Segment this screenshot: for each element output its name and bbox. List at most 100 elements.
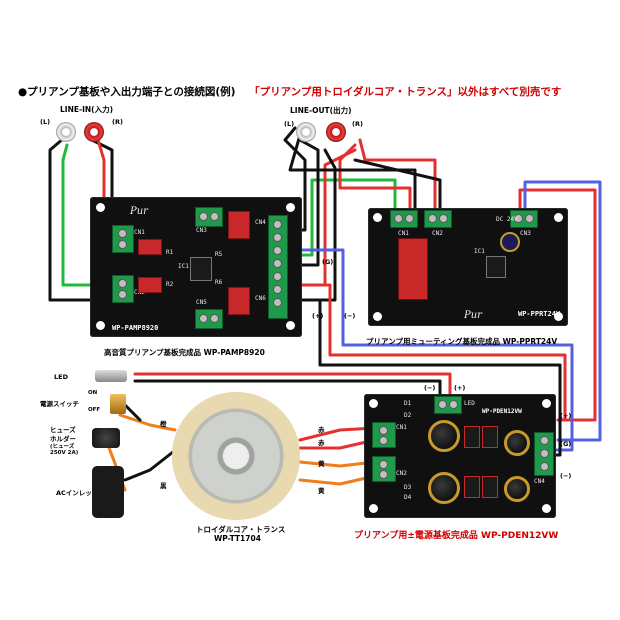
- amp-top-terminal[interactable]: [195, 207, 223, 227]
- silk-d1: D1: [404, 400, 412, 407]
- wire-label-orange: 橙: [160, 420, 167, 428]
- screw: [118, 240, 127, 249]
- silk-cn4: CN4: [534, 478, 545, 485]
- power-led-terminal[interactable]: [434, 396, 462, 414]
- screw: [379, 436, 388, 445]
- fuse-holder[interactable]: [92, 428, 120, 448]
- silk-r5: R5: [215, 251, 223, 258]
- screw: [210, 314, 219, 323]
- ic: [486, 256, 506, 278]
- screw: [273, 220, 282, 229]
- film-capacitor: [228, 211, 250, 239]
- power-switch[interactable]: [110, 394, 126, 414]
- silk-d3: D3: [404, 484, 412, 491]
- screw: [118, 290, 127, 299]
- silk-cn2: CN2: [396, 470, 407, 477]
- screw: [525, 214, 534, 223]
- capacitor: [138, 277, 162, 293]
- smoothing-capacitor: [428, 420, 460, 452]
- power-silk-name: WP-PDEN12VW: [482, 408, 522, 415]
- power-ac-in-terminal-1[interactable]: [372, 422, 396, 448]
- screw: [273, 298, 282, 307]
- amp-bottom-terminal[interactable]: [195, 309, 223, 329]
- led-label: LED: [54, 373, 68, 381]
- screw: [428, 214, 437, 223]
- wire-in-l-green: [61, 143, 110, 287]
- screw: [273, 272, 282, 281]
- rca-out-left[interactable]: [296, 122, 316, 142]
- mount-hole: [286, 321, 295, 330]
- output-capacitor: [504, 430, 530, 456]
- silk-cn1: CN1: [398, 230, 409, 237]
- screw: [118, 279, 127, 288]
- screw: [449, 400, 458, 409]
- ac-inlet[interactable]: [92, 466, 124, 518]
- muting-cn3[interactable]: [510, 210, 538, 228]
- muting-silk-name: WP-PPRT24V: [518, 310, 561, 318]
- wire-out-black-5: [353, 158, 442, 214]
- screw: [379, 460, 388, 469]
- relay: [398, 238, 428, 300]
- screw: [273, 233, 282, 242]
- wire-out-black-4: [288, 133, 417, 214]
- output-capacitor: [504, 476, 530, 502]
- muting-cn1[interactable]: [390, 210, 418, 228]
- line-out-right-label: (R): [352, 120, 363, 128]
- silk-d2: D2: [404, 412, 412, 419]
- wire-prim-black-2: [123, 403, 142, 422]
- wire-label-yellow-1: 黄: [318, 460, 325, 468]
- power-board-caption: プリアンプ用±電源基板完成品 WP-PDEN12VW: [354, 531, 559, 541]
- power-output-terminal[interactable]: [534, 432, 554, 476]
- regulator: [464, 426, 480, 448]
- wire-label-red-2: 赤: [318, 439, 325, 447]
- diagram-title: ●プリアンプ基板や入出力端子との接続図(例) 「プリアンプ用トロイダルコア・トラ…: [18, 84, 561, 99]
- film-capacitor: [228, 287, 250, 315]
- screw: [514, 214, 523, 223]
- mount-hole: [542, 504, 551, 513]
- silk-ic1: IC1: [178, 263, 189, 270]
- amp-silk-name: WP-PAMP8920: [112, 324, 159, 332]
- rca-in-right[interactable]: [84, 122, 104, 142]
- electrolytic-capacitor: [500, 232, 520, 252]
- screw: [540, 449, 549, 458]
- rca-out-right[interactable]: [326, 122, 346, 142]
- silk-r2: R2: [166, 281, 174, 288]
- muting-cn2[interactable]: [424, 210, 452, 228]
- wire-out-black-2: [293, 138, 320, 267]
- screw: [118, 229, 127, 238]
- transformer-caption-line1: トロイダルコア・トランス: [196, 525, 286, 534]
- rca-in-left[interactable]: [56, 122, 76, 142]
- wire-led-black: [133, 379, 442, 402]
- wire-label-yellow-2: 黄: [318, 487, 325, 495]
- capacitor: [138, 239, 162, 255]
- amp-output-terminal-block[interactable]: [268, 215, 288, 319]
- power-terminal-minus: (−): [560, 472, 572, 480]
- silk-cn2: CN2: [432, 230, 443, 237]
- wire-pwr-black: [293, 298, 562, 457]
- silk-r1: R1: [166, 249, 174, 256]
- power-ac-in-terminal-2[interactable]: [372, 456, 396, 482]
- wire-mute-blue: [523, 180, 602, 442]
- muting-board: CN1 CN2 DC 24V CN3 IC1 Pur WP-PPRT24V: [368, 208, 568, 326]
- power-terminal-plus: (+): [560, 412, 572, 420]
- fuse-label-line3: (ヒューズ: [50, 444, 75, 450]
- fuse-label-line1: ヒューズ: [50, 426, 76, 434]
- toroidal-transformer: [172, 392, 300, 520]
- screw: [439, 214, 448, 223]
- mount-hole: [554, 213, 563, 222]
- mount-hole: [286, 203, 295, 212]
- amp-input-terminal-l[interactable]: [112, 275, 134, 303]
- regulator: [482, 476, 498, 498]
- amp-board-caption: 高音質プリアンプ基板完成品 WP-PAMP8920: [104, 348, 265, 357]
- silk-cn6: CN6: [255, 295, 266, 302]
- muting-logo: Pur: [464, 310, 482, 321]
- amp-terminal-plus: (+): [312, 312, 324, 320]
- wire-sec-yellow-1: [298, 460, 377, 468]
- amp-terminal-g: (G): [322, 258, 334, 266]
- silk-ic1: IC1: [474, 248, 485, 255]
- fuse-label-line4: 250V 2A): [50, 450, 79, 456]
- wire-label-red-1: 赤: [318, 426, 325, 434]
- amp-input-terminal-r[interactable]: [112, 225, 134, 253]
- mount-hole: [369, 399, 378, 408]
- switch-on-label: ON: [88, 390, 98, 396]
